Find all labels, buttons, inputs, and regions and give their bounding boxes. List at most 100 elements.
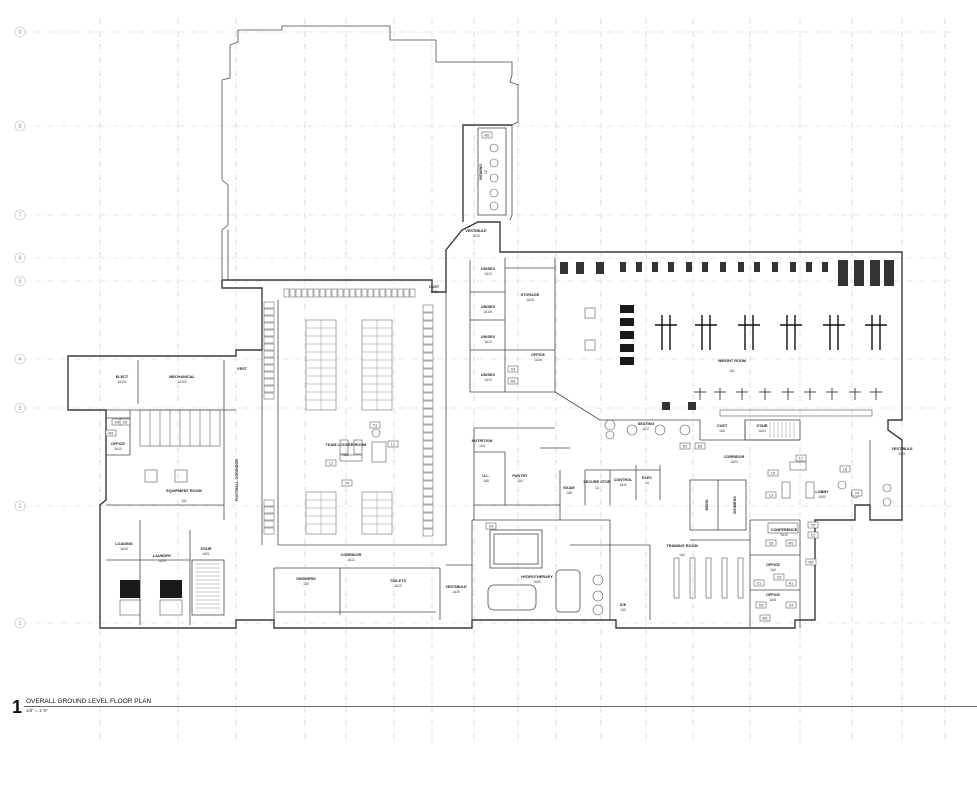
tag-c4b: C4	[507, 365, 519, 373]
room-loading-number: 1A18	[120, 547, 128, 551]
grid-label-8: 8	[18, 124, 22, 130]
tag-a1: A1	[785, 579, 797, 587]
room-office-e1-number: 1A0	[770, 568, 776, 572]
room-womens-name: WOMENS	[733, 496, 737, 514]
tag-m1e: M1	[759, 614, 771, 622]
room-unisex4-name: UNISEX	[481, 373, 496, 377]
room-vestibule-east-name: VESTIBULE	[891, 447, 913, 451]
drawing-title: OVERALL GROUND LEVEL FLOOR PLAN	[26, 698, 152, 705]
svg-text:C4: C4	[789, 604, 794, 608]
grid-label-6: 6	[18, 256, 22, 262]
training-tables	[673, 557, 744, 599]
tag-m1a: M1	[105, 429, 117, 437]
room-conference-number: 1A10	[780, 533, 788, 537]
room-viewing-name: VIEWING	[479, 164, 483, 181]
room-ice-name: ICE	[620, 603, 627, 607]
svg-text:L2: L2	[329, 462, 333, 466]
svg-text:C5: C5	[759, 604, 764, 608]
grid-label-4: 4	[18, 357, 22, 363]
room-viewing-number: 1D	[484, 169, 488, 174]
room-cust-east-number: 1A6	[719, 429, 725, 433]
room-office-storage-name: OFFICE	[531, 353, 545, 357]
room-loading-name: LOADING	[115, 542, 133, 546]
room-mens-name: MENS	[705, 499, 709, 510]
room-mechanical-name: MECHANICAL	[169, 375, 195, 379]
room-stair-east-number: 1A03	[758, 429, 766, 433]
svg-text:M2: M2	[485, 134, 490, 138]
room-storage-number: 1A18	[526, 298, 534, 302]
tag-l1: L1	[387, 440, 399, 448]
room-stair-west-name: STAIR	[200, 547, 211, 551]
svg-text:M1: M1	[511, 380, 516, 384]
room-weight-number: 1A1	[729, 369, 735, 373]
room-vestibule-east-number: 1A01	[898, 452, 906, 456]
room-elect-number: 1A101	[117, 380, 126, 384]
room-stair-east-name: STAIR	[756, 424, 767, 428]
room-control-name: CONTROL	[614, 478, 633, 482]
room-secure-stor-number: 1A	[595, 486, 600, 490]
grid-label-5: 5	[18, 279, 22, 285]
room-pantry-name: PANTRY	[512, 474, 528, 478]
tag-d1: D1	[679, 442, 691, 450]
svg-text:L3: L3	[769, 494, 773, 498]
svg-text:C4: C4	[511, 368, 516, 372]
room-vestibule-north-number: 1A19	[472, 234, 480, 238]
tag-c1: C1	[753, 579, 765, 587]
room-office-west-name: OFFICE	[111, 442, 125, 446]
svg-text:L1: L1	[391, 443, 395, 447]
room-mechanical-number: 1A102	[177, 380, 186, 384]
east-stair	[744, 419, 801, 441]
svg-text:T5: T5	[811, 524, 815, 528]
tag-c4c: C4	[485, 522, 497, 530]
grid-lines	[22, 18, 952, 745]
tag-m2: M2	[481, 131, 493, 139]
room-office-storage-number: 1A18	[534, 358, 542, 362]
room-ul-number: 1A5	[483, 479, 489, 483]
room-exam-name: EXAM	[564, 486, 575, 490]
room-stair-west-number: 1A01	[202, 552, 210, 556]
tag-t4: T4	[341, 479, 353, 487]
svg-text:D1: D1	[683, 445, 688, 449]
room-elev-name: ELEV	[642, 476, 652, 480]
room-storage-name: STORAGE	[521, 293, 540, 297]
room-control-number: 1A16	[619, 483, 627, 487]
drawing-title-block: 1 OVERALL GROUND LEVEL FLOOR PLAN 1/8" =…	[10, 697, 977, 717]
room-corridor-east-name: CORRIDOR	[724, 455, 745, 459]
room-training-name: TRAINING ROOM	[666, 544, 697, 548]
room-football-corridor-name: FOOTBALL CORRIDOR	[235, 459, 239, 502]
room-corridor-east-number: 1A03	[730, 460, 738, 464]
room-office-e2-number: 1A01	[769, 598, 777, 602]
svg-text:C4: C4	[115, 421, 120, 425]
room-unisex1-number: 1A10	[484, 272, 492, 276]
room-unisex4-number: 1A10	[484, 378, 492, 382]
room-nutrition-name: NUTRITION	[472, 439, 493, 443]
svg-text:M1: M1	[789, 542, 794, 546]
tag-m1c: M1	[785, 539, 797, 547]
grid-label-9: 9	[18, 30, 22, 36]
room-ul-name: U.L.	[482, 474, 489, 478]
svg-text:T4: T4	[345, 482, 349, 486]
room-vestibule-south-number: 1A15	[452, 590, 460, 594]
svg-text:M1: M1	[763, 617, 768, 621]
tag-c5b: C5	[765, 539, 777, 547]
room-toilets-name: TOILETS	[390, 579, 406, 583]
room-weight-name: WEIGHT ROOM	[718, 359, 746, 363]
room-seating-name: SEATING	[638, 422, 655, 426]
room-showers-name: SHOWERS	[296, 577, 316, 581]
room-toilets-number: 1A13	[394, 584, 402, 588]
room-seating-number: 1A17	[642, 427, 650, 431]
tag-c3: C3	[773, 573, 785, 581]
svg-text:T1: T1	[373, 424, 377, 428]
room-corridor-south-number: 1A12	[347, 558, 355, 562]
svg-text:T4: T4	[855, 492, 859, 496]
drawing-number: 1	[12, 697, 23, 717]
room-elev-number: 1A	[645, 481, 650, 485]
room-equipment-number: 1A1	[181, 499, 187, 503]
svg-text:D2: D2	[698, 445, 703, 449]
room-office-e1-name: OFFICE	[766, 563, 780, 567]
room-laundry-number: 1A19	[158, 559, 166, 563]
room-lobby-name: LOBBY	[815, 490, 829, 494]
room-cust-north-name: CUST	[429, 285, 440, 289]
room-vestibule-south-name: VESTIBULE	[445, 585, 467, 589]
